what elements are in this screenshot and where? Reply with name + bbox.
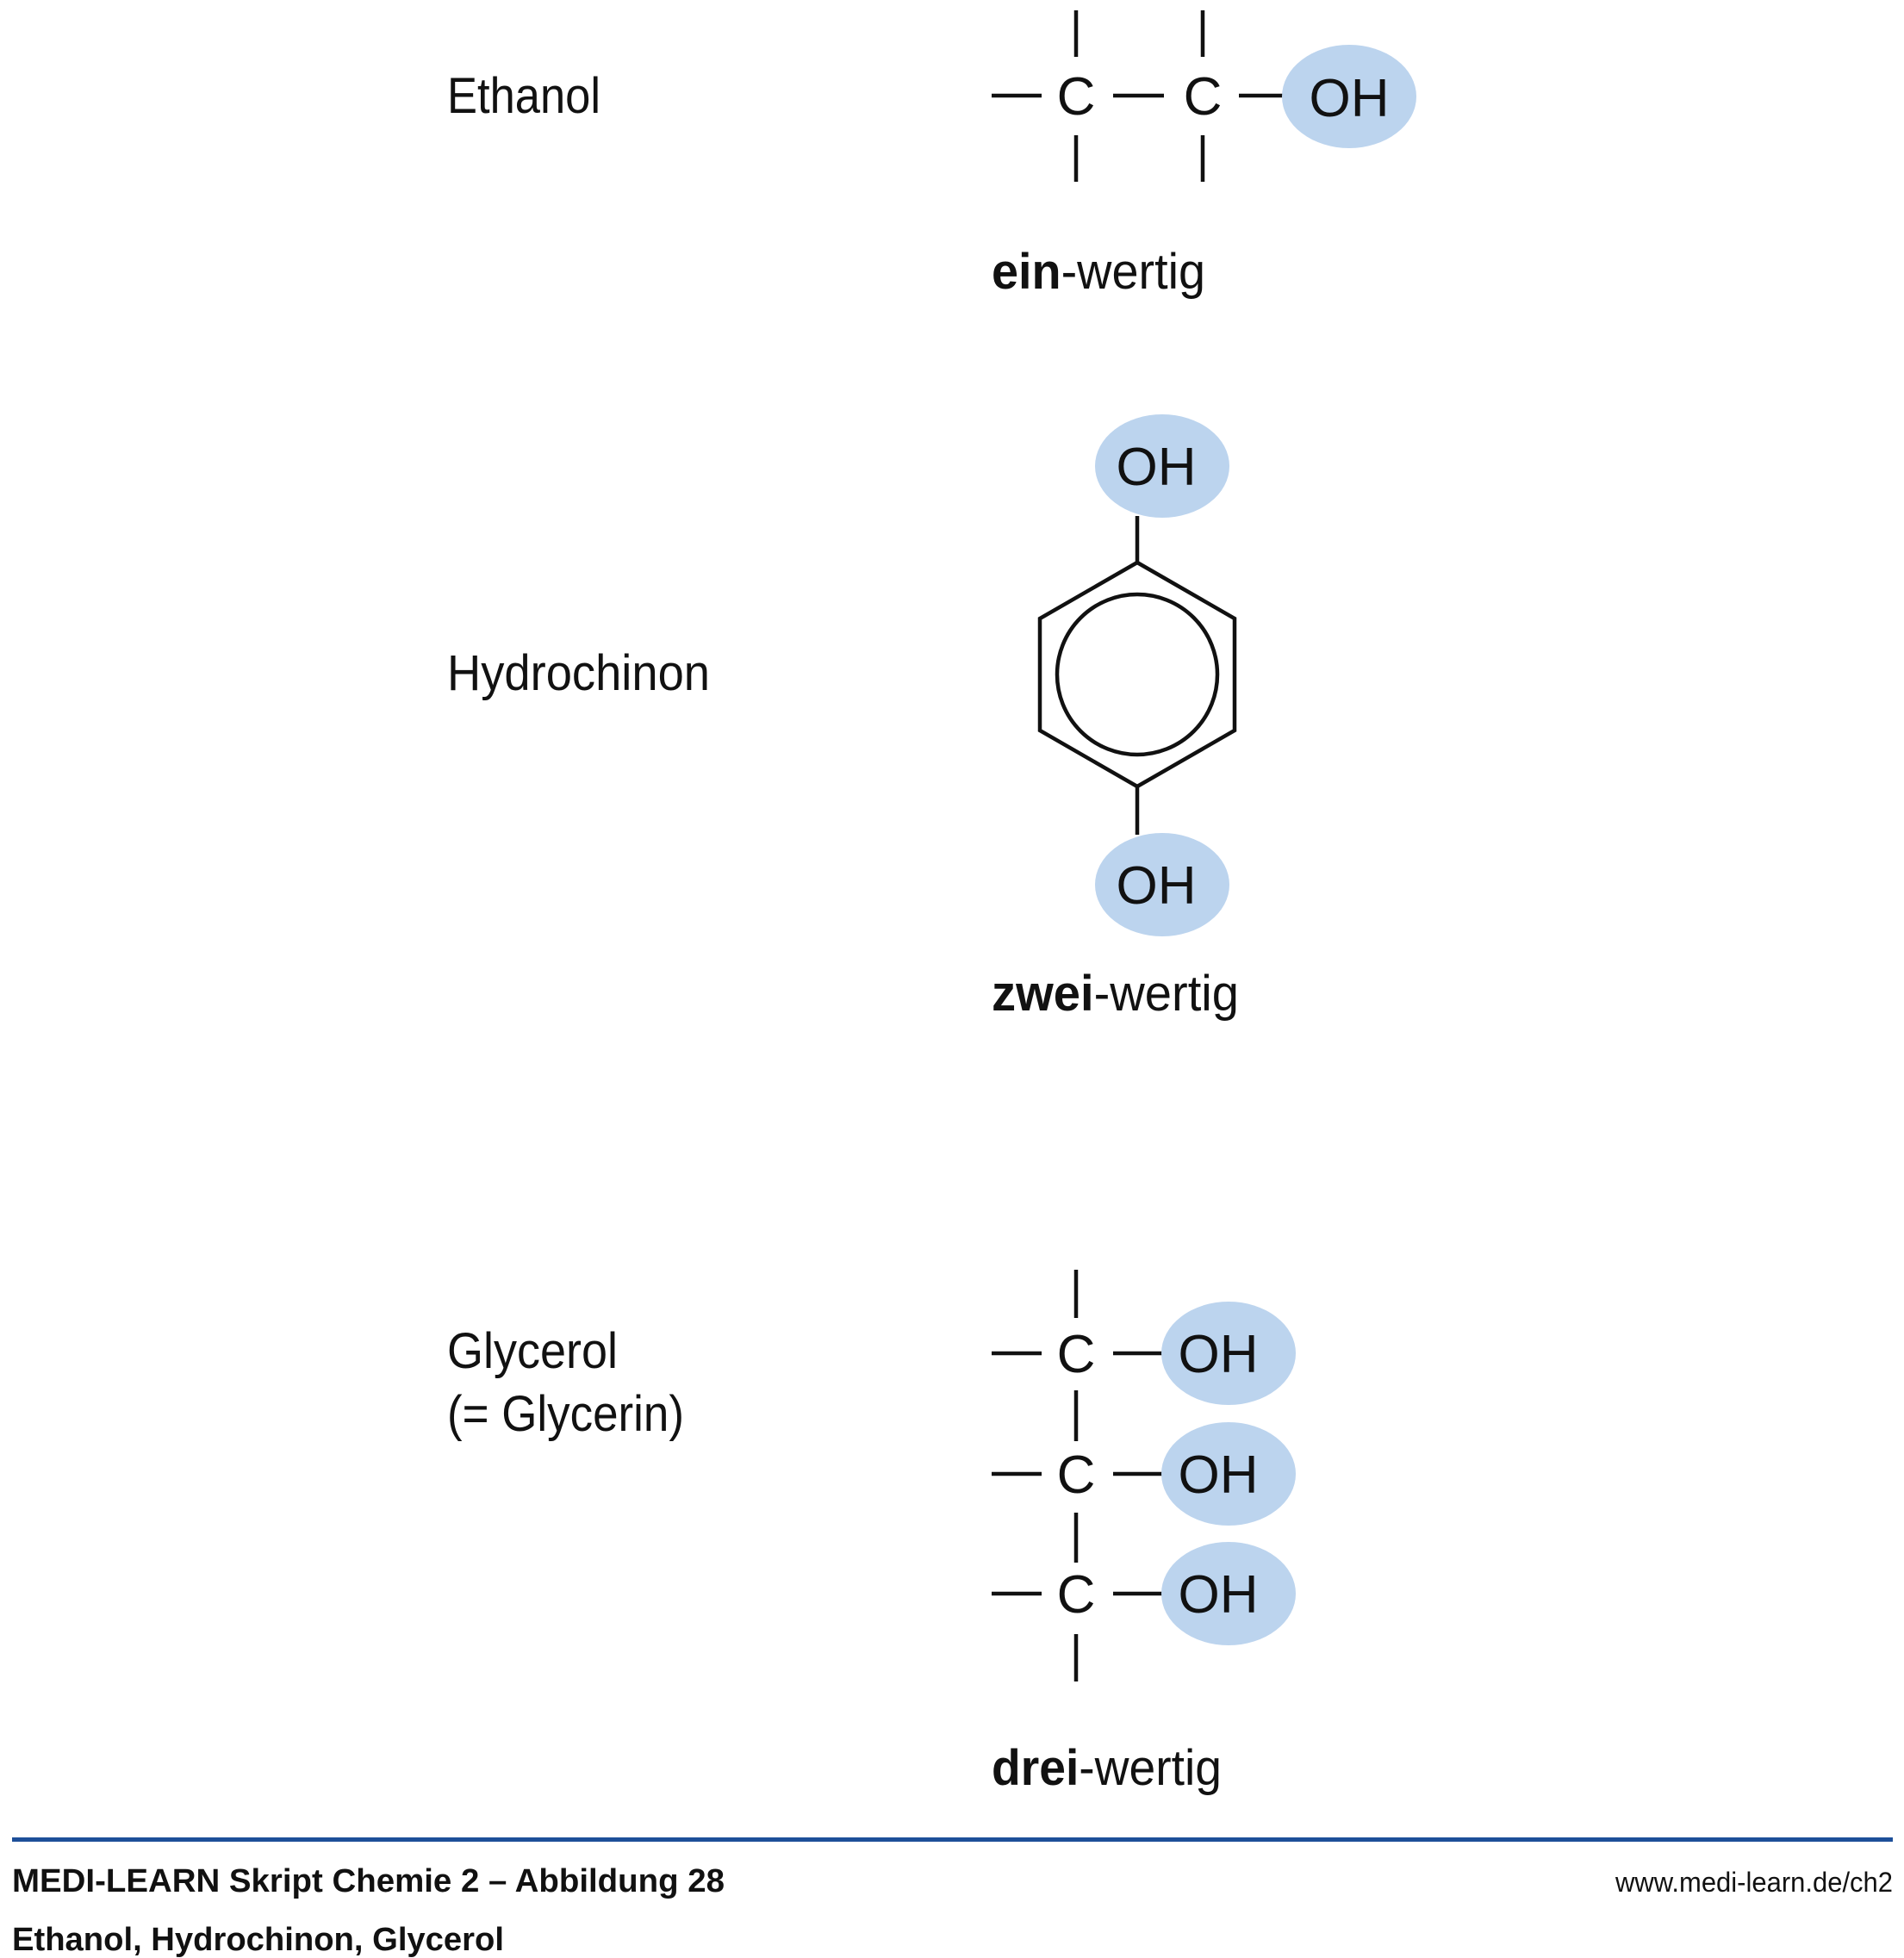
glycerol-valence: drei-wertig (992, 1740, 1222, 1796)
valence-rest: -wertig (1061, 244, 1205, 300)
carbon-atom: C (1057, 1565, 1096, 1625)
hydroxyl-group: OH (1117, 438, 1197, 497)
hydrochinon-group: Hydrochinon OH OH zwei-wertig (447, 414, 1239, 1022)
hydroxyl-highlight (1161, 1302, 1296, 1405)
hydroxyl-highlight (1095, 833, 1229, 936)
footer-rule (12, 1837, 1893, 1842)
glycerol-alt-label: (= Glycerin) (447, 1386, 684, 1442)
hydroxyl-highlight (1095, 414, 1229, 518)
hydroxyl-highlight (1282, 45, 1416, 148)
hydroxyl-group: OH (1179, 1325, 1259, 1384)
hydroxyl-highlight (1161, 1422, 1296, 1526)
footer: MEDI-LEARN Skript Chemie 2 – Abbildung 2… (12, 1837, 1893, 1958)
ethanol-label: Ethanol (447, 68, 600, 124)
carbon-atom: C (1057, 1325, 1096, 1384)
carbon-atom: C (1057, 1445, 1096, 1505)
valence-bold: ein (992, 244, 1061, 300)
footer-url[interactable]: www.medi-learn.de/ch2 (1615, 1867, 1893, 1898)
hydroxyl-group: OH (1310, 69, 1390, 128)
ethanol-group: Ethanol C C OH ein-wertig (447, 10, 1416, 300)
footer-title: MEDI-LEARN Skript Chemie 2 – Abbildung 2… (12, 1863, 725, 1899)
hydrochinon-valence: zwei-wertig (992, 966, 1239, 1022)
valence-rest: -wertig (1079, 1740, 1222, 1796)
valence-bold: zwei (992, 966, 1094, 1022)
hydroxyl-group: OH (1179, 1565, 1259, 1625)
footer-subtitle: Ethanol, Hydrochinon, Glycerol (12, 1922, 504, 1958)
aromatic-circle (1055, 592, 1220, 757)
valence-rest: -wertig (1094, 966, 1239, 1022)
hydroxyl-group: OH (1179, 1445, 1259, 1505)
glycerol-group: Glycerol (= Glycerin) C OH C OH C OH dre… (447, 1270, 1296, 1796)
hydrochinon-label: Hydrochinon (447, 645, 710, 701)
carbon-atom: C (1184, 67, 1223, 127)
valence-bold: drei (992, 1740, 1079, 1796)
glycerol-label: Glycerol (447, 1323, 618, 1379)
hydroxyl-highlight (1161, 1542, 1296, 1645)
hydroxyl-group: OH (1117, 856, 1197, 916)
carbon-atom: C (1057, 67, 1096, 127)
ethanol-valence: ein-wertig (992, 244, 1205, 300)
